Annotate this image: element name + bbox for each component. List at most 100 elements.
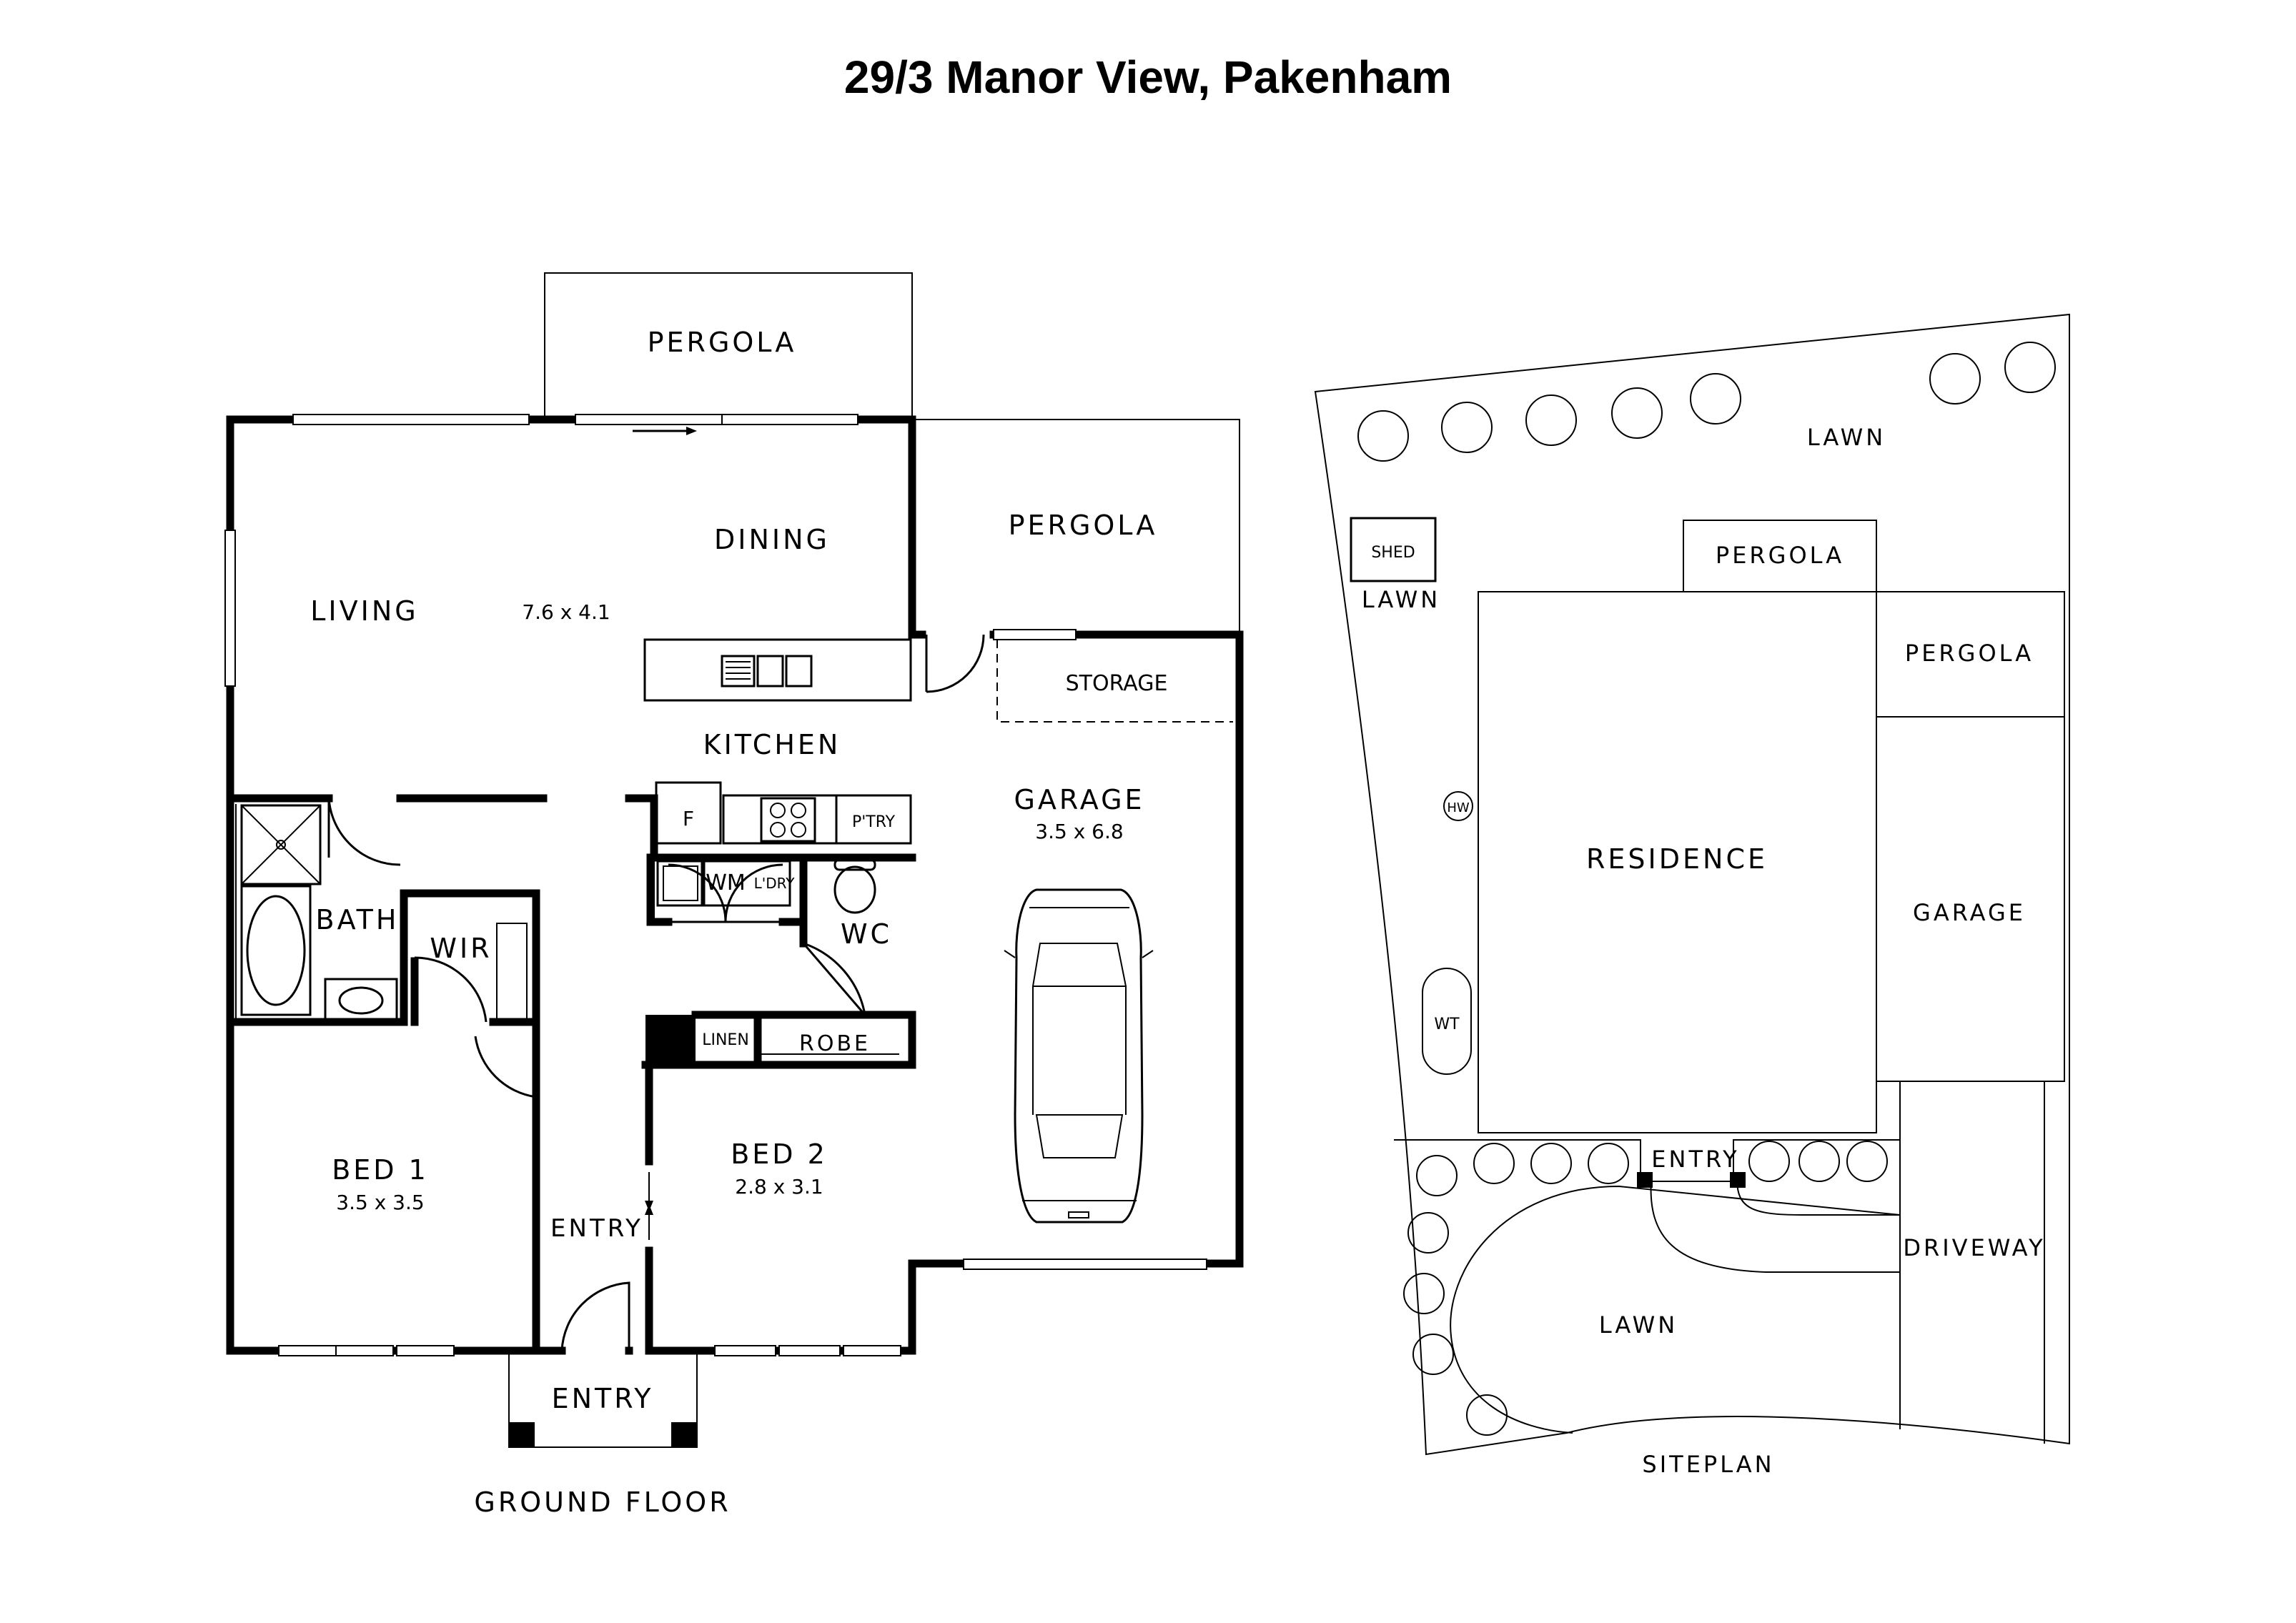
front-door-swing	[560, 1281, 630, 1351]
room-label-wir: WIR	[430, 933, 492, 964]
room-label-bed2: BED 2	[731, 1138, 828, 1170]
sink-bowl	[785, 655, 813, 688]
room-dims-garage: 3.5 x 6.8	[1035, 820, 1123, 843]
window	[714, 1345, 776, 1356]
porch-outline	[508, 1354, 698, 1448]
room-label-bed1: BED 1	[332, 1154, 429, 1186]
site-label-lawn-top: LAWN	[1807, 424, 1886, 451]
tree-icon	[2004, 342, 2056, 393]
entry-path	[1650, 1178, 1900, 1273]
shower-cross	[241, 805, 321, 885]
site-label-garage: GARAGE	[1913, 899, 2026, 926]
hot-water-unit	[1443, 791, 1473, 821]
tree-icon	[1846, 1141, 1888, 1182]
sink	[721, 655, 756, 688]
label-laundry: L'DRY	[754, 875, 796, 892]
room-label-entry-hall: ENTRY	[550, 1214, 643, 1243]
room-dims-bed1: 3.5 x 3.5	[336, 1191, 424, 1214]
site-label-pergola-b: PERGOLA	[1905, 640, 2034, 667]
pergola-top-outline	[544, 272, 913, 416]
kitchen-island	[643, 638, 912, 702]
cooktop	[760, 797, 816, 843]
interior-wall	[625, 794, 658, 862]
lawn-edge	[1450, 1185, 1901, 1434]
label-pantry: P'TRY	[852, 813, 896, 831]
burner	[791, 822, 806, 838]
tree-row-front	[1403, 1141, 1888, 1436]
laundry-tub	[703, 860, 791, 907]
site-label-lawn-front: LAWN	[1599, 1311, 1678, 1339]
room-label-bath: BATH	[316, 904, 400, 935]
site-label-wt: WT	[1434, 1016, 1460, 1033]
entry-path	[1736, 1178, 1900, 1216]
tree-icon	[1748, 1141, 1790, 1182]
room-label-pergola-top: PERGOLA	[648, 327, 797, 358]
garage-window	[993, 629, 1077, 640]
kitchen-bench	[722, 794, 912, 845]
label-wm: WM	[706, 870, 746, 895]
pergola-side-outline	[912, 419, 1240, 635]
wc-door-swing	[802, 942, 866, 1016]
tree-row-top	[1357, 342, 2056, 462]
room-label-entry-porch: ENTRY	[552, 1383, 654, 1414]
burner	[791, 803, 806, 818]
window	[843, 1345, 901, 1356]
wir-shelf	[496, 923, 528, 1021]
sink-bowl	[756, 655, 784, 688]
label-linen: LINEN	[702, 1031, 749, 1049]
window	[575, 414, 726, 425]
burner	[770, 822, 786, 838]
tree-icon	[1588, 1143, 1629, 1184]
tree-icon	[1403, 1273, 1445, 1314]
tree-icon	[1611, 387, 1663, 439]
fridge-space	[655, 781, 722, 845]
interior-wall	[646, 853, 673, 926]
room-dims-living: 7.6 x 4.1	[522, 600, 610, 624]
shower-base	[240, 804, 322, 885]
window	[278, 1345, 337, 1356]
room-label-living: LIVING	[310, 595, 418, 627]
toilet-bowl	[833, 865, 876, 914]
site-label-pergola-a: PERGOLA	[1716, 542, 1844, 569]
tree-icon	[1929, 353, 1981, 404]
room-label-dining: DINING	[714, 524, 830, 555]
site-label-hw: HW	[1447, 800, 1470, 815]
entry-post	[1637, 1172, 1653, 1188]
shed	[1350, 517, 1437, 582]
site-label-entry: ENTRY	[1651, 1146, 1739, 1173]
basin	[338, 986, 384, 1015]
exterior-walls	[226, 415, 1244, 1355]
floor-plan-caption: GROUND FLOOR	[474, 1486, 731, 1518]
car-icon	[1004, 888, 1154, 1224]
room-label-kitchen: KITCHEN	[703, 729, 841, 760]
washing-machine-inner	[663, 865, 698, 901]
window	[224, 530, 236, 687]
tree-icon	[1473, 1143, 1515, 1184]
site-label-residence: RESIDENCE	[1586, 843, 1768, 875]
porch-post	[671, 1422, 697, 1448]
column	[645, 1015, 696, 1065]
window	[292, 414, 530, 425]
washing-machine	[656, 860, 703, 907]
room-label-pergola-side: PERGOLA	[1009, 510, 1158, 541]
interior-wall	[753, 1011, 916, 1069]
tree-icon	[1441, 402, 1493, 453]
room-label-wc: WC	[841, 918, 892, 950]
room-label-storage: STORAGE	[1066, 671, 1168, 696]
garage-door	[963, 1259, 1207, 1270]
laundry-door-swing	[668, 863, 727, 923]
room-dims-bed2: 2.8 x 3.1	[735, 1175, 823, 1198]
room-label-garage: GARAGE	[1014, 784, 1144, 815]
bed1-door-swing	[474, 1036, 537, 1098]
page-title: 29/3 Manor View, Pakenham	[844, 51, 1452, 103]
site-boundary	[1314, 313, 2070, 1456]
tree-icon	[1798, 1141, 1840, 1182]
bathtub	[240, 885, 312, 1016]
site-label-driveway: DRIVEWAY	[1903, 1234, 2045, 1261]
tree-icon	[1530, 1143, 1572, 1184]
arrow-head	[645, 1204, 653, 1215]
tree-icon	[1525, 394, 1577, 446]
tree-icon	[1357, 410, 1409, 462]
water-tank	[1422, 968, 1472, 1075]
